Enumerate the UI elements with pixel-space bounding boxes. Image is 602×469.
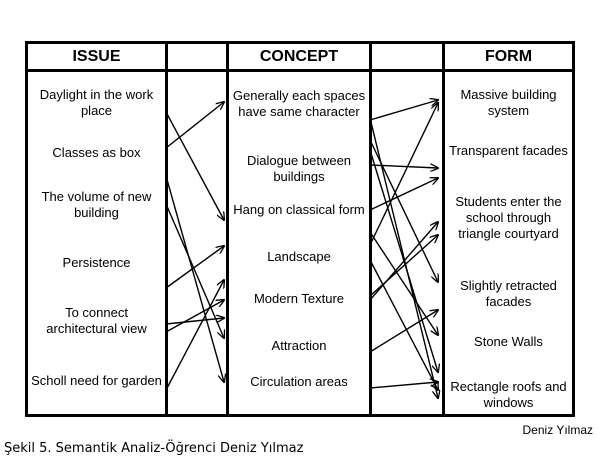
concept-item: Dialogue between buildings [246,153,352,184]
author-credit: Deniz Yılmaz [522,423,593,437]
issue-item: Daylight in the work place [39,87,154,118]
form-header: FORM [445,44,572,72]
form-item: Massive building system [460,87,557,118]
issue-column: ISSUE Daylight in the work place Classes… [28,44,165,414]
concept-item: Hang on classical form [233,202,365,217]
concept-item: Circulation areas [250,374,348,389]
concept-item: Landscape [267,249,331,264]
issue-item: Classes as box [52,145,141,160]
form-column: FORM Massive building system Transparent… [445,44,572,414]
issue-header: ISSUE [28,44,165,72]
form-item: Slightly retracted facades [460,278,557,309]
concept-header: CONCEPT [229,44,369,72]
concept-column: CONCEPT Generally each spaces have same … [229,44,369,414]
concept-item: Modern Texture [253,291,345,306]
figure-caption: Şekil 5. Semantik Analiz-Öğrenci Deniz Y… [4,441,304,456]
diagram-frame: ISSUE Daylight in the work place Classes… [25,41,575,417]
issue-item: The volume of new building [41,189,152,220]
form-item: Rectangle roofs and windows [450,379,567,410]
concept-item: Generally each spaces have same characte… [232,88,366,119]
form-item: Stone Walls [474,334,543,349]
concept-item: Attraction [271,338,327,353]
issue-item: To connect architectural view [46,305,147,336]
issue-item: Scholl need for garden [31,373,162,388]
link-gap-right [369,44,445,414]
form-item: Transparent facades [449,143,568,158]
gap-header-left [168,44,226,72]
issue-item: Persistence [62,255,131,270]
link-gap-left [165,44,229,414]
form-item: Students enter the school through triang… [455,194,562,241]
gap-header-right [372,44,442,72]
